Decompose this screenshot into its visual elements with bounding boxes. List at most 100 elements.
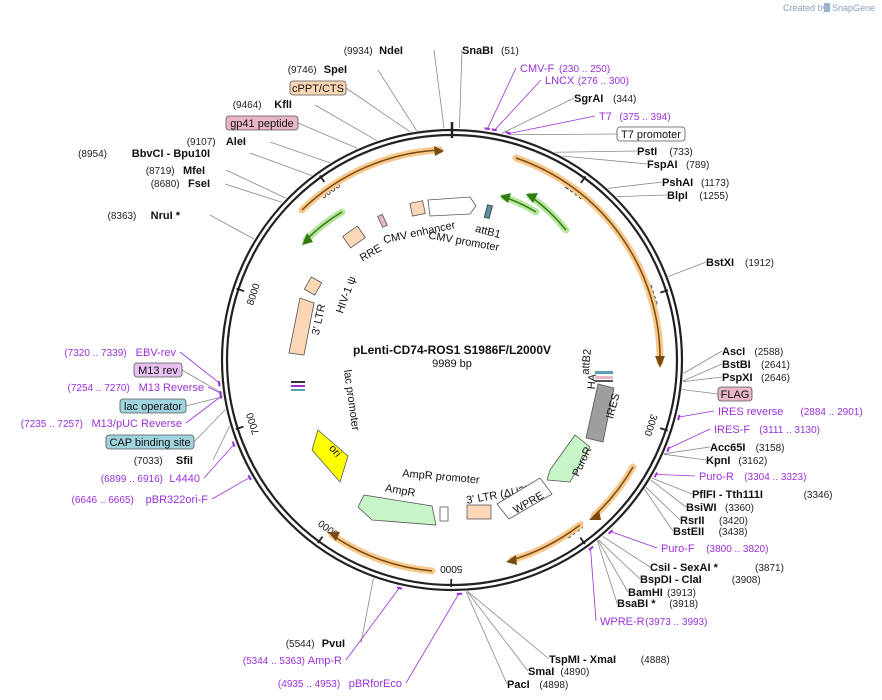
- site-acc65i[interactable]: Acc65I(3158): [710, 442, 785, 454]
- tick-mark-8000: [236, 287, 245, 293]
- primer-leader-l4440: [203, 443, 235, 479]
- site-name-rsrii: RsrII: [680, 515, 704, 527]
- primer-puror[interactable]: Puro-R(3304 .. 3323): [699, 471, 806, 483]
- orf-arc-lower-right-2-head: [506, 555, 517, 565]
- site-mfei[interactable]: MfeI(8719): [146, 165, 205, 177]
- primer-pos-wprer: (3973 .. 3993): [645, 617, 707, 628]
- green-arrow-right-outer-head: [526, 193, 538, 203]
- site-blpi[interactable]: BlpI(1255): [667, 190, 728, 202]
- site-sgrai[interactable]: SgrAI(344): [574, 93, 636, 105]
- primer-ampr[interactable]: Amp-R(5344 .. 5363): [243, 655, 342, 667]
- site-fspai[interactable]: FspAI(789): [647, 159, 709, 171]
- leader-pvui: [360, 578, 374, 644]
- site-bsiwi[interactable]: BsiWI(3360): [686, 502, 754, 514]
- site-nrui[interactable]: NruI *(8363): [107, 210, 180, 222]
- primer-name-l4440: L4440: [169, 473, 200, 485]
- site-pflfi[interactable]: PflFI - Tth111I(3346): [692, 489, 833, 501]
- site-pos-mfei: (8719): [146, 166, 175, 177]
- leader-bsiwi: [650, 479, 687, 508]
- primer-pbrfor[interactable]: pBRforEco(4935 .. 4953): [278, 678, 402, 690]
- primer-wprer[interactable]: WPRE-R(3973 .. 3993): [600, 616, 707, 628]
- primer-mark-wprer: [588, 545, 594, 551]
- site-pspxi[interactable]: PspXI(2646): [722, 372, 790, 384]
- tick-label-7000: 7000: [245, 411, 262, 436]
- site-name-paci: PacI: [507, 679, 530, 691]
- t7-promoter-box: [616, 126, 686, 142]
- orf-arcs: [298, 146, 665, 575]
- site-pos-pshai: (1173): [701, 178, 729, 189]
- site-bspdi[interactable]: BspDI - ClaI(3908): [640, 574, 761, 586]
- site-name-bsteii: BstEII: [673, 526, 704, 538]
- site-bstbi[interactable]: BstBI(2641): [722, 359, 790, 371]
- primer-m13puc[interactable]: M13/pUC Reverse(7235 .. 7257): [21, 418, 182, 430]
- site-rsrii[interactable]: RsrII(3420): [680, 515, 748, 527]
- site-pos-csii: (3871): [755, 563, 784, 574]
- site-pos-fsei: (8680): [151, 179, 180, 190]
- primer-l4440[interactable]: L4440(6899 .. 6916): [101, 473, 200, 485]
- ires-feature: [585, 383, 615, 443]
- primer-pbr322[interactable]: pBR322ori-F(6646 .. 6665): [72, 494, 209, 506]
- leader-paci: [465, 591, 508, 685]
- site-pos-pflfi: (3346): [804, 490, 833, 501]
- site-bsteii[interactable]: BstEII(3438): [673, 526, 748, 538]
- leader-kfli: [314, 104, 377, 141]
- site-bstxi[interactable]: BstXI (1912): [706, 257, 774, 269]
- site-psti[interactable]: PstI(733): [637, 146, 693, 158]
- site-pshai[interactable]: PshAI(1173): [662, 177, 729, 189]
- site-csii[interactable]: CsiI - SexAI *(3871): [650, 562, 784, 574]
- site-bsabi[interactable]: BsaBI *(3918): [617, 598, 698, 610]
- site-pos-bspdi: (3908): [732, 575, 761, 586]
- leader-alei: [269, 141, 330, 164]
- leader-pflfi: [651, 477, 693, 495]
- site-sfii[interactable]: SfiI(7033): [134, 455, 193, 467]
- primer-lncx[interactable]: LNCX(276 .. 300): [545, 75, 629, 87]
- primer-mark-puror: [653, 472, 659, 478]
- site-ndei[interactable]: NdeI(9934): [344, 45, 403, 57]
- primer-pos-cmvf: (230 .. 250): [559, 64, 610, 75]
- site-kfli[interactable]: KflI(9464): [233, 99, 292, 111]
- site-kpni[interactable]: KpnI(3162): [706, 455, 767, 467]
- primer-m13r[interactable]: M13 Reverse(7254 .. 7270): [68, 382, 204, 394]
- primer-leader-pbrfor: [405, 592, 460, 684]
- tick-label-3000: 3000: [641, 413, 659, 438]
- site-pos-bstxi: (1912): [745, 258, 774, 269]
- site-name-fsei: FseI: [188, 178, 210, 190]
- primer-mark-iresrev: [677, 414, 681, 421]
- site-bamhi[interactable]: BamHI(3913): [628, 587, 696, 599]
- primer-iresrev[interactable]: IRES reverse(2884 .. 2901): [718, 406, 863, 418]
- site-name-bstxi: BstXI: [706, 257, 734, 269]
- primer-iresf[interactable]: IRES-F(3111 .. 3130): [714, 424, 820, 436]
- primer-name-t7: T7: [599, 111, 612, 123]
- site-pos-spei: (9746): [288, 65, 317, 76]
- cppt-feature: [409, 200, 426, 217]
- primer-cmvf[interactable]: CMV-F(230 .. 250): [520, 63, 610, 75]
- box-leader-flag: [682, 389, 719, 395]
- cap-binding-box: [105, 434, 195, 450]
- primer-purof[interactable]: Puro-F(3800 .. 3820): [661, 543, 768, 555]
- site-asci[interactable]: AscI(2588): [722, 346, 783, 358]
- site-pvui[interactable]: PvuI(5544): [286, 638, 345, 650]
- site-paci[interactable]: PacI(4898): [507, 679, 568, 691]
- site-snabi[interactable]: SnaBI(51): [462, 45, 519, 57]
- site-fsei[interactable]: FseI (8680): [151, 178, 210, 190]
- plasmid-name: pLenti-CD74-ROS1 S1986F/L2000V: [353, 343, 551, 357]
- leader-bsabi: [596, 540, 618, 604]
- site-spei[interactable]: SpeI(9746): [288, 64, 347, 76]
- site-tspmi[interactable]: TspMI - XmaI(4888): [549, 654, 670, 666]
- site-alei[interactable]: AleI(9107): [187, 136, 246, 148]
- cap-binding-box-label: CAP binding site: [109, 437, 190, 449]
- tick-mark-1000: [580, 175, 587, 184]
- primer-mark-ampr: [396, 586, 403, 590]
- primer-leader-puror: [654, 473, 696, 477]
- site-name-asci: AscI: [722, 346, 745, 358]
- orf-arc-right-head: [655, 356, 665, 368]
- site-bbvci[interactable]: BbvCI - Bpu10I(8954): [78, 148, 210, 160]
- tick-mark-3000: [659, 427, 669, 432]
- primer-ebvrev[interactable]: EBV-rev(7320 .. 7339): [64, 347, 176, 359]
- primer-pos-iresrev: (2884 .. 2901): [800, 407, 862, 418]
- primer-name-m13puc: M13/pUC Reverse: [92, 418, 182, 430]
- site-smai[interactable]: SmaI(4890): [528, 666, 589, 678]
- primer-t7[interactable]: T7(375 .. 394): [599, 111, 671, 123]
- orf-arc-lower-right-2-core: [511, 524, 581, 561]
- tick-label-8000: 8000: [245, 282, 263, 307]
